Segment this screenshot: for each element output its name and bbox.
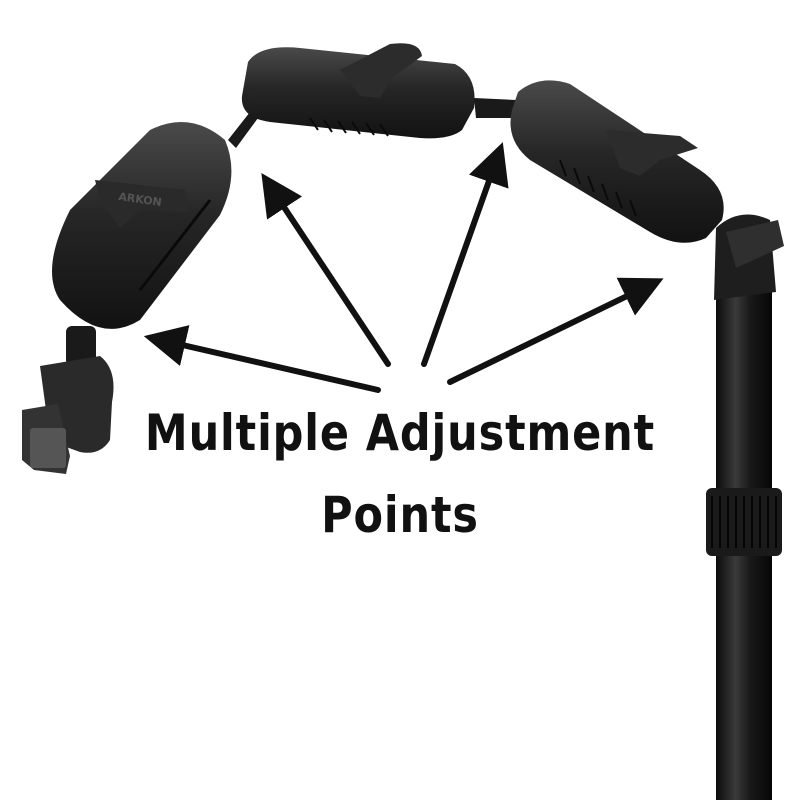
telescoping-pole: [706, 214, 784, 800]
knob-left: [95, 180, 190, 228]
pole-lock-collar: [711, 496, 777, 548]
arm-segment-top: [241, 43, 518, 139]
arrow-to-ball-joint: [143, 325, 381, 393]
caption-line-1: Multiple Adjustment: [144, 404, 656, 462]
adjustment-arrows: [143, 142, 664, 393]
caption-line-2: Points: [321, 486, 479, 544]
knob-top: [340, 43, 422, 98]
arrow-to-top-joint: [421, 142, 509, 367]
arm-segment-right: [510, 80, 724, 243]
arrow-to-left-joint: [261, 172, 391, 367]
arrow-to-pole-joint: [447, 277, 664, 385]
arm-segment-left: ARKON: [52, 112, 258, 329]
ball-mount-head: [22, 326, 114, 474]
knob-right: [606, 130, 698, 176]
knob-logo-left: ARKON: [118, 190, 163, 209]
